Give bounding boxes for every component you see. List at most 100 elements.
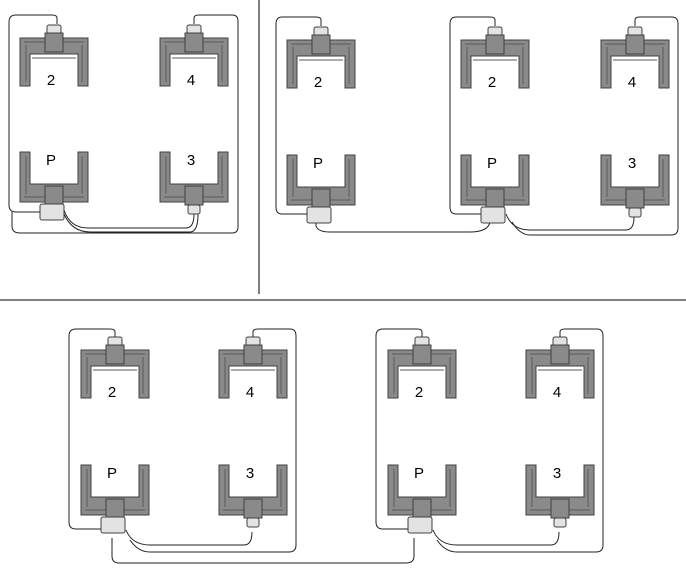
cable-frames bbox=[8, 14, 679, 553]
cable-loop-d-right bbox=[436, 328, 604, 553]
unit-housing bbox=[525, 349, 595, 399]
unit-label: 2 bbox=[488, 74, 496, 91]
unit-housing bbox=[19, 37, 89, 87]
center-block bbox=[243, 344, 263, 365]
unit-4-top: 4 bbox=[159, 24, 229, 89]
center-block bbox=[184, 185, 204, 206]
unit-housing bbox=[525, 464, 595, 516]
unit-4-top: 4 bbox=[525, 336, 595, 401]
unit-housing bbox=[600, 39, 670, 89]
unit-4-top: 4 bbox=[218, 336, 288, 401]
unit-p-primary: P bbox=[387, 464, 457, 534]
unit-housing bbox=[159, 151, 229, 203]
primary-connector bbox=[39, 203, 65, 221]
center-block bbox=[550, 344, 570, 365]
unit-label: 3 bbox=[187, 152, 195, 169]
unit-label: 4 bbox=[628, 74, 636, 91]
unit-housing bbox=[460, 154, 530, 206]
cable-bp-to-b3 bbox=[505, 213, 635, 231]
center-block bbox=[625, 188, 645, 209]
center-block bbox=[485, 188, 505, 209]
unit-housing bbox=[286, 154, 356, 206]
unit-3-bottom: 3 bbox=[159, 151, 229, 215]
cable-cp-to-c3 bbox=[125, 529, 253, 546]
cable-loop-a bbox=[275, 16, 322, 215]
cable-p-to-3-return bbox=[63, 213, 199, 233]
unit-label: 2 bbox=[415, 384, 423, 401]
center-block bbox=[550, 498, 570, 519]
unit-2-top: 2 bbox=[387, 336, 457, 401]
center-block bbox=[105, 498, 125, 519]
unit-label: 2 bbox=[108, 384, 116, 401]
unit-housing bbox=[218, 349, 288, 399]
unit-2-top: 2 bbox=[19, 24, 89, 89]
cable-dp-to-d3 bbox=[432, 529, 560, 546]
unit-housing bbox=[387, 464, 457, 516]
connector-jack bbox=[628, 207, 642, 218]
cable-loop-c-left bbox=[68, 328, 116, 530]
unit-3-bottom: 3 bbox=[525, 464, 595, 528]
connector-jack bbox=[246, 517, 260, 528]
cable-loop-b-left bbox=[449, 16, 496, 215]
center-block bbox=[412, 344, 432, 365]
primary-connector bbox=[480, 206, 506, 224]
unit-housing bbox=[80, 349, 150, 399]
primary-connector bbox=[100, 516, 126, 534]
unit-3-bottom: 3 bbox=[218, 464, 288, 528]
unit-label: 3 bbox=[246, 465, 254, 482]
primary-connector bbox=[306, 206, 332, 224]
cable-p-to-3 bbox=[63, 209, 195, 229]
cable-loop-left bbox=[8, 14, 58, 213]
cables bbox=[63, 209, 635, 564]
unit-housing bbox=[286, 39, 356, 89]
unit-label: 2 bbox=[47, 72, 55, 89]
unit-housing bbox=[19, 151, 89, 203]
cable-a-to-b bbox=[315, 221, 491, 233]
unit-label: P bbox=[414, 465, 424, 482]
unit-p-primary: P bbox=[460, 154, 530, 224]
unit-3-bottom: 3 bbox=[600, 154, 670, 218]
unit-label: 4 bbox=[246, 384, 254, 401]
connector-jack bbox=[553, 517, 567, 528]
center-block bbox=[485, 34, 505, 55]
center-block bbox=[243, 498, 263, 519]
center-block bbox=[625, 34, 645, 55]
center-block bbox=[311, 188, 331, 209]
unit-housing bbox=[159, 37, 229, 87]
center-block bbox=[44, 32, 64, 53]
unit-label: 4 bbox=[553, 384, 561, 401]
unit-housing bbox=[218, 464, 288, 516]
unit-2-top: 2 bbox=[80, 336, 150, 401]
unit-label: 3 bbox=[628, 155, 636, 172]
unit-p-primary: P bbox=[80, 464, 150, 534]
cable-loop-right bbox=[11, 14, 239, 234]
cable-c-to-d bbox=[111, 538, 415, 564]
unit-2-top: 2 bbox=[286, 26, 356, 91]
unit-4-top: 4 bbox=[600, 26, 670, 91]
unit-label: P bbox=[46, 152, 56, 169]
unit-housing bbox=[80, 464, 150, 516]
cable-loop-b-right bbox=[511, 16, 679, 236]
unit-label: P bbox=[107, 465, 117, 482]
center-block bbox=[184, 32, 204, 53]
unit-p-primary: P bbox=[286, 154, 356, 224]
center-block bbox=[311, 34, 331, 55]
unit-housing bbox=[387, 349, 457, 399]
primary-connector bbox=[407, 516, 433, 534]
center-block bbox=[105, 344, 125, 365]
unit-p-primary: P bbox=[19, 151, 89, 221]
cable-loop-d-left bbox=[375, 328, 423, 530]
unit-label: 3 bbox=[553, 465, 561, 482]
unit-label: P bbox=[487, 155, 497, 172]
center-block bbox=[412, 498, 432, 519]
unit-housing bbox=[600, 154, 670, 206]
unit-label: 4 bbox=[187, 72, 195, 89]
unit-2-top: 2 bbox=[460, 26, 530, 91]
unit-label: P bbox=[313, 155, 323, 172]
cable-loop-c-right bbox=[129, 328, 297, 553]
unit-housing bbox=[460, 39, 530, 89]
connector-jack bbox=[187, 204, 201, 215]
